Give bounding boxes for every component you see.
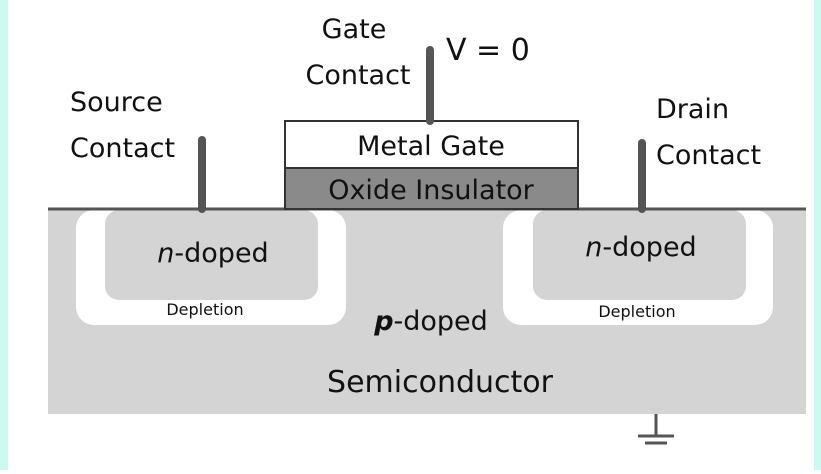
oxide-insulator-label: Oxide Insulator (328, 175, 534, 206)
n-doped-region-left (105, 210, 318, 300)
gate-contact-label-line2: Contact (305, 60, 410, 91)
semiconductor-label: Semiconductor (327, 365, 554, 400)
ground-icon (638, 414, 674, 445)
oxide-insulator (284, 167, 579, 210)
diagram-canvas: Gate Contact V = 0 Source Contact Drain … (8, 0, 814, 470)
source-contact-label-line1: Source (70, 87, 163, 118)
n-doped-label-left: n-doped (157, 238, 268, 269)
n-doped-label-right: n-doped (585, 232, 696, 263)
mosfet-diagram: Gate Contact V = 0 Source Contact Drain … (48, 14, 806, 445)
metal-gate-label: Metal Gate (357, 131, 505, 162)
voltage-label: V = 0 (446, 33, 530, 68)
depletion-label-left: Depletion (166, 300, 243, 319)
drain-contact-label-line2: Contact (656, 140, 761, 171)
metal-gate (284, 120, 579, 169)
p-doped-label: p-doped (373, 306, 488, 337)
depletion-label-right: Depletion (598, 302, 675, 321)
drain-contact-label-line1: Drain (656, 94, 729, 125)
n-doped-region-right (533, 210, 746, 300)
source-contact-label-line2: Contact (70, 133, 175, 164)
gate-contact-label-line1: Gate (322, 14, 387, 45)
